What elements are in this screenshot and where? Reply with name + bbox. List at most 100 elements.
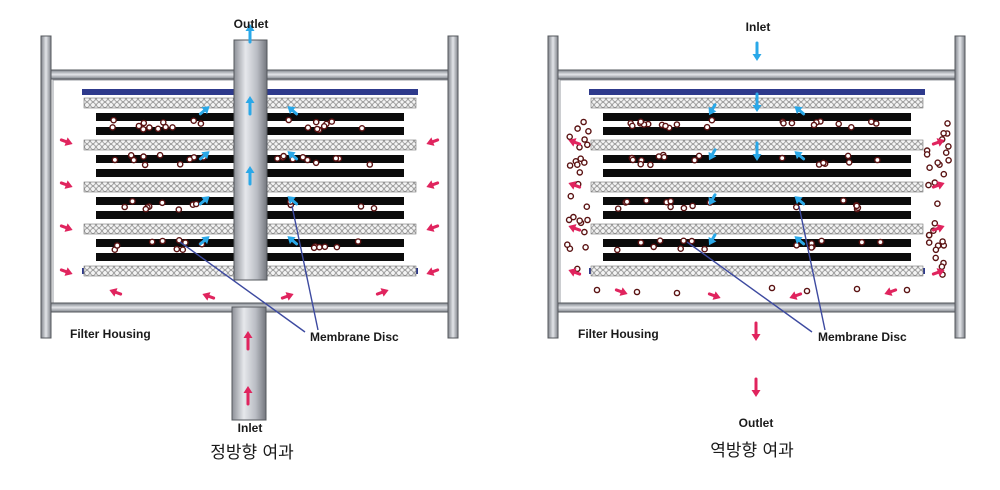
arrow-head bbox=[201, 196, 210, 205]
spacer-gap bbox=[404, 127, 416, 135]
particle bbox=[179, 246, 187, 253]
particle bbox=[808, 244, 815, 251]
particle bbox=[169, 124, 176, 131]
particle bbox=[135, 122, 143, 130]
spacer-plate bbox=[591, 113, 923, 121]
particle bbox=[793, 203, 800, 211]
particle bbox=[680, 237, 687, 245]
diagram-caption: 역방향 여과 bbox=[710, 441, 794, 461]
spacer-gap bbox=[404, 239, 416, 247]
spacer-plate bbox=[591, 169, 923, 177]
arrow-head bbox=[245, 24, 255, 31]
spacer-gap bbox=[591, 239, 603, 247]
arrow-head bbox=[936, 181, 945, 190]
center-pipe bbox=[231, 39, 268, 421]
arrow-head bbox=[245, 96, 255, 103]
spacer-gap bbox=[404, 113, 416, 121]
spacer-plate bbox=[591, 211, 923, 219]
arrow-head bbox=[568, 224, 577, 233]
particle bbox=[154, 125, 162, 133]
particle bbox=[570, 213, 577, 221]
housing-flow-arrow bbox=[59, 137, 73, 146]
outlet-pipe-arrow bbox=[751, 321, 761, 341]
arrow-head bbox=[708, 151, 717, 161]
flow-arrow bbox=[287, 106, 299, 116]
filter-housing-label: Filter Housing bbox=[578, 327, 659, 341]
particle bbox=[366, 161, 374, 168]
pipe-flow-arrow bbox=[245, 96, 255, 116]
flow-arrow bbox=[708, 148, 717, 161]
arrow-head bbox=[712, 291, 721, 300]
arrow-head bbox=[64, 180, 73, 189]
particle bbox=[944, 120, 951, 127]
particle-cloud bbox=[109, 116, 378, 253]
arrow-head bbox=[568, 138, 577, 147]
housing-right-post bbox=[954, 35, 966, 339]
particle bbox=[110, 116, 117, 124]
spacer-gap bbox=[591, 197, 603, 205]
arrow-head bbox=[752, 154, 762, 161]
particle bbox=[299, 153, 307, 161]
particle bbox=[858, 238, 866, 246]
pipe-flow-arrow bbox=[245, 166, 255, 186]
particle bbox=[156, 151, 164, 159]
membrane-disc bbox=[590, 223, 924, 235]
center-pipe-upper bbox=[233, 39, 268, 281]
particle bbox=[691, 156, 698, 164]
arrow-head bbox=[285, 292, 294, 301]
flow-arrow bbox=[287, 151, 299, 161]
particle bbox=[316, 243, 323, 251]
filter-housing-label: Filter Housing bbox=[70, 327, 151, 341]
spacer-plate bbox=[591, 239, 923, 247]
center-pipe-lower bbox=[231, 306, 267, 421]
particle bbox=[934, 159, 942, 166]
particle bbox=[940, 129, 947, 137]
particle bbox=[581, 159, 588, 166]
particle bbox=[332, 155, 340, 162]
particle bbox=[186, 156, 193, 163]
particle bbox=[877, 238, 884, 246]
arrow-head bbox=[426, 267, 435, 276]
spacer-gap bbox=[404, 211, 416, 219]
particle bbox=[677, 245, 685, 252]
housing-top-rail bbox=[550, 69, 966, 80]
particle bbox=[121, 203, 128, 211]
particle bbox=[925, 181, 932, 189]
spacer-gap bbox=[591, 169, 603, 177]
particle bbox=[629, 122, 636, 130]
pipe-flow-arrow bbox=[752, 141, 762, 161]
particle bbox=[926, 164, 933, 171]
spacer-gap bbox=[84, 253, 96, 261]
arrow-head bbox=[426, 180, 435, 189]
arrow-head bbox=[752, 105, 762, 112]
particle bbox=[370, 204, 378, 212]
particle bbox=[109, 124, 116, 131]
particle bbox=[810, 121, 818, 129]
particle bbox=[566, 162, 574, 169]
particle bbox=[934, 200, 941, 207]
leader-line bbox=[179, 241, 306, 333]
arrow-head bbox=[109, 288, 118, 297]
flow-arrow bbox=[198, 196, 210, 206]
arrow-head bbox=[243, 331, 253, 338]
housing-flow-arrow bbox=[568, 181, 582, 190]
housing-left-post bbox=[40, 35, 52, 339]
particle bbox=[788, 119, 796, 127]
particle bbox=[130, 156, 138, 164]
arrow-head bbox=[794, 196, 803, 205]
particle bbox=[939, 238, 946, 245]
top-port-label: Outlet bbox=[234, 17, 269, 31]
arrow-head bbox=[64, 137, 73, 146]
particle bbox=[673, 289, 681, 297]
flow-arrows bbox=[568, 41, 945, 397]
particle bbox=[845, 159, 853, 166]
particle bbox=[313, 125, 321, 133]
spacer-plate bbox=[591, 253, 923, 261]
particle bbox=[768, 284, 776, 292]
spacer-gap bbox=[911, 239, 923, 247]
particle bbox=[637, 239, 645, 246]
arrow-head bbox=[64, 267, 73, 276]
particle bbox=[577, 155, 585, 162]
spacer-gap bbox=[84, 169, 96, 177]
particle bbox=[192, 200, 200, 208]
